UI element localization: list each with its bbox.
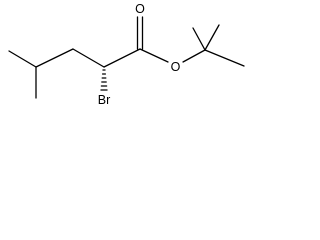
hashed-wedge-bond-c2-br <box>100 69 108 91</box>
bond-c1-o-ester <box>139 48 169 63</box>
bond-c4-c3 <box>35 48 74 68</box>
ester-oxygen-label: O <box>171 60 181 74</box>
chemical-structure-diagram: O O Br <box>8 2 245 107</box>
bond-c5-c4 <box>8 50 37 68</box>
bond-cq-methyl-top <box>204 24 220 51</box>
bromine-label: Br <box>98 93 111 107</box>
bond-cq-methyl-right <box>204 49 245 67</box>
bond-c3-c2 <box>72 48 105 68</box>
carbonyl-oxygen-label: O <box>135 2 145 16</box>
bond-c2-c1 <box>103 48 141 68</box>
bond-cq-methyl-left <box>192 27 206 51</box>
bond-o-ester-cq <box>182 49 206 63</box>
